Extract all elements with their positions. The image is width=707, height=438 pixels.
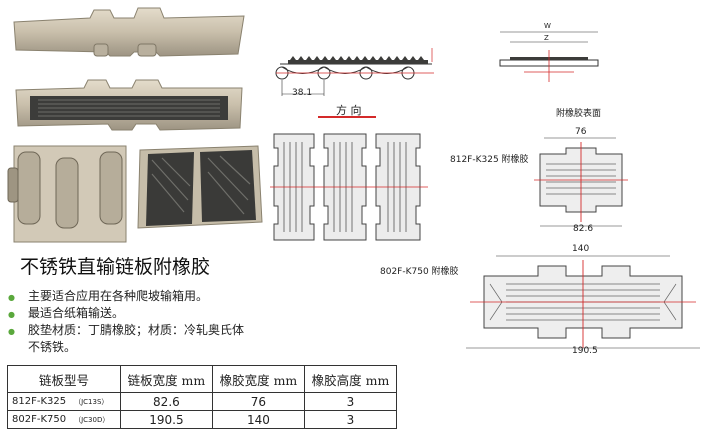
dim-140: 140 [572,244,590,254]
dim-190-5: 190.5 [572,346,598,356]
feature-text: 最适合纸箱输送。 [28,306,125,320]
chain-plate-photo-plain [13,7,245,57]
model-802-label: 802F-K750 附橡胶 [380,267,459,277]
feature-list: 主要适合应用在各种爬坡输箱用。 最适合纸箱输送。 胶垫材质：丁腈橡胶；材质：冷轧… [8,288,244,356]
dim-76: 76 [575,127,587,137]
model-812-label: 812F-K325 附橡胶 [450,155,529,165]
feature-item: 主要适合应用在各种爬坡输箱用。 [8,288,244,306]
side-view-drawing [275,48,434,96]
spec-table: 链板型号 链板宽度 mm 橡胶宽度 mm 橡胶高度 mm 812F-K325（J… [7,365,398,429]
table-row: 812F-K325（JC13S） 82.6 76 3 [7,392,398,411]
header-rubber-width: 橡胶宽度 mm [211,365,305,393]
top-view-three-plates [270,133,428,241]
spec-table-header: 链板型号 链板宽度 mm 橡胶宽度 mm 橡胶高度 mm [7,365,398,393]
chain-hinge-photo [7,145,127,243]
cell-rubber-height: 3 [303,410,398,429]
feature-text: 胶垫材质：丁腈橡胶；材质：冷轧奥氏体 [28,323,245,337]
cell-model: 802F-K750（JC30D） [7,410,121,429]
feature-text: 主要适合应用在各种爬坡输箱用。 [28,289,209,303]
cell-chain-width: 190.5 [119,410,213,429]
rubber-surface-label: 附橡胶表面 [556,109,602,119]
product-title: 不锈铁直输链板附橡胶 [20,256,211,278]
cross-section-drawing [499,31,599,82]
z-mark: Z [544,34,549,42]
direction-arrow [318,116,376,118]
cell-rubber-width: 140 [211,410,305,429]
pitch-dimension: 38.1 [292,88,313,98]
cell-rubber-height: 3 [303,392,398,411]
rubber-plate-photo [137,145,263,229]
cell-rubber-width: 76 [211,392,305,411]
header-chain-width: 链板宽度 mm [119,365,213,393]
chain-plate-photo-rubber [15,79,243,131]
cell-model: 812F-K325（JC13S） [7,392,121,411]
plate-812-top-view [534,137,628,227]
dim-82-6: 82.6 [573,224,594,234]
direction-label: 方 向 [336,104,362,117]
cell-chain-width: 82.6 [119,392,213,411]
header-rubber-height: 橡胶高度 mm [303,365,398,393]
feature-text-continuation: 不锈铁。 [28,340,77,354]
plate-802-top-view [466,255,700,349]
header-model: 链板型号 [7,365,121,393]
feature-item: 最适合纸箱输送。 [8,305,244,323]
w-mark: W [544,22,551,30]
table-row: 802F-K750（JC30D） 190.5 140 3 [7,410,398,429]
